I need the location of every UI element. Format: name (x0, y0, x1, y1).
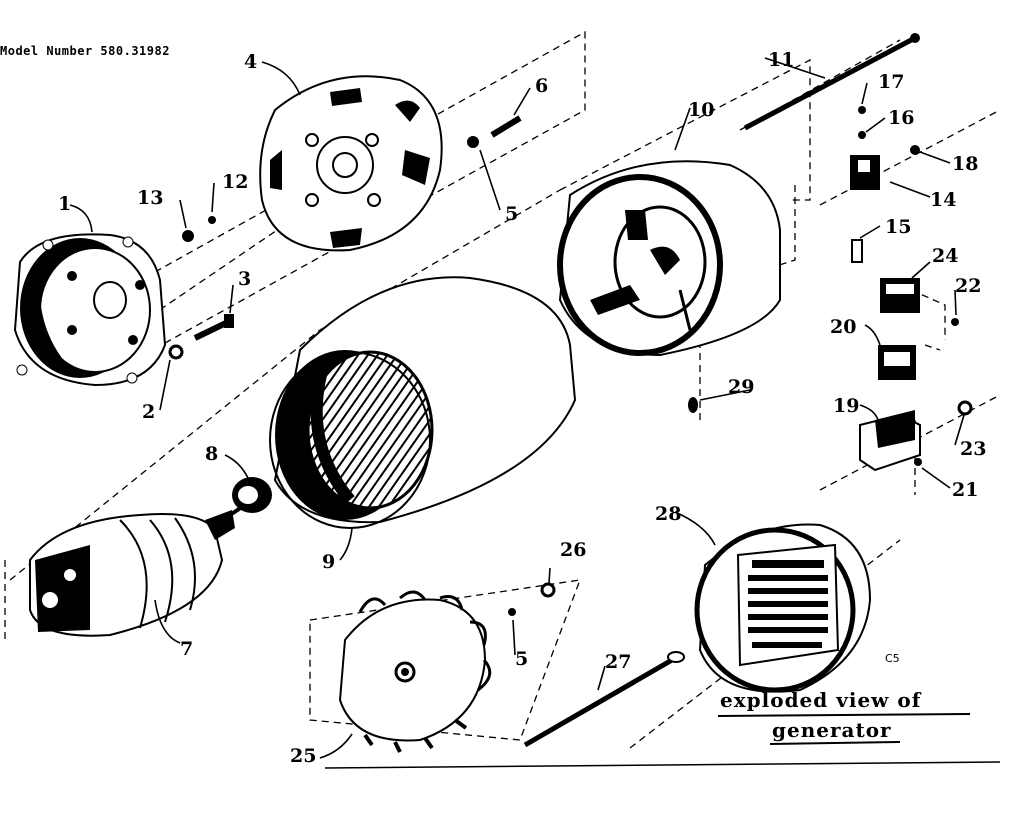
part-washer (168, 344, 184, 360)
part-screw-29 (688, 397, 698, 413)
callout-10: 10 (688, 99, 714, 121)
model-number: Model Number 580.31982 (0, 44, 170, 58)
part-tie-rod-11 (743, 33, 920, 131)
callout-9: 9 (322, 551, 335, 573)
callout-13: 13 (137, 187, 163, 209)
callout-17: 17 (878, 71, 904, 93)
part-screw-13 (182, 230, 194, 242)
callout-21: 21 (952, 479, 978, 501)
part-bearing-8 (232, 477, 272, 513)
part-bracket-19 (859, 410, 921, 472)
callout-7: 7 (180, 638, 193, 660)
callout-29: 29 (728, 376, 754, 398)
diagram-caption-line1: exploded view of (720, 688, 922, 712)
callout-5b: 5 (515, 648, 528, 670)
part-screw-17 (858, 106, 866, 114)
part-washer-26 (540, 582, 556, 598)
callout-12: 12 (222, 171, 248, 193)
part-stator-frame (269, 276, 577, 529)
callout-1: 1 (58, 193, 71, 215)
callout-14: 14 (930, 189, 956, 211)
part-screw-12 (208, 216, 216, 224)
part-screw-5b (508, 608, 516, 616)
part-screw-22 (951, 318, 959, 326)
part-fan-25 (338, 590, 492, 753)
callout-22: 22 (955, 275, 981, 297)
callout-15: 15 (885, 216, 911, 238)
callout-23: 23 (960, 438, 986, 460)
callout-19: 19 (833, 395, 859, 417)
callout-8: 8 (205, 443, 218, 465)
diagram-caption-line2: generator (772, 718, 892, 742)
part-nut-23 (957, 400, 973, 416)
part-tie-rod-27 (523, 651, 685, 748)
leader-lines (69, 57, 965, 759)
callout-20: 20 (830, 316, 856, 338)
part-rotor-7 (29, 503, 247, 637)
part-end-bell-housing (13, 233, 167, 387)
callout-3: 3 (238, 268, 251, 290)
part-cover-shroud (557, 160, 781, 357)
callout-2: 2 (142, 401, 155, 423)
callout-25: 25 (290, 745, 316, 767)
baseline-rule (324, 761, 1001, 769)
part-through-bolt (193, 314, 234, 341)
part-diode-15 (851, 239, 863, 263)
part-end-cover-28 (694, 523, 872, 693)
callout-11: 11 (768, 49, 794, 71)
part-screw-16 (858, 131, 866, 139)
callout-16: 16 (888, 107, 914, 129)
callout-27: 27 (605, 651, 631, 673)
drawing-code: C5 (885, 652, 900, 665)
callout-18: 18 (952, 153, 978, 175)
part-terminal-block-14 (850, 155, 880, 190)
callout-26: 26 (560, 539, 586, 561)
caption-underline (717, 713, 971, 717)
part-bolt-6 (490, 115, 522, 138)
part-screw-18 (910, 145, 920, 155)
part-screw-21 (914, 458, 922, 466)
nameplate (736, 543, 840, 667)
caption-underline-2 (769, 741, 901, 745)
callout-6: 6 (535, 75, 548, 97)
part-washer-5 (467, 136, 479, 148)
part-end-plate (259, 75, 443, 252)
callout-4: 4 (244, 51, 257, 73)
callout-24: 24 (932, 245, 958, 267)
callout-labels: 1 2 3 4 5 6 7 8 9 10 11 12 13 14 15 16 1… (58, 49, 986, 767)
callout-5: 5 (505, 203, 518, 225)
part-capacitor-24 (880, 278, 920, 313)
part-rectifier-20 (878, 345, 916, 380)
callout-28: 28 (655, 503, 681, 525)
